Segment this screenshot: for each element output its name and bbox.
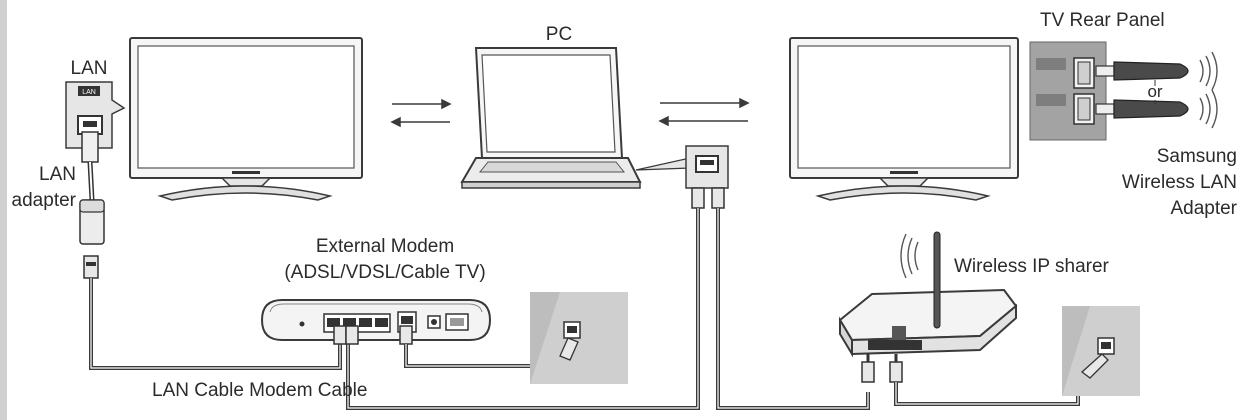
router-icon — [838, 231, 1018, 358]
tv-left-icon — [129, 37, 363, 201]
arrows-right-icon — [658, 97, 750, 127]
usb-dongle-bottom-icon — [1095, 99, 1189, 119]
cable-router-wall — [894, 376, 1080, 406]
lan-port-box: LAN — [65, 81, 126, 149]
rj45-plug-icon — [889, 361, 903, 383]
pc-label: PC — [545, 24, 573, 45]
laptop-icon — [460, 47, 642, 189]
tv-rear-panel-icon — [1029, 41, 1107, 141]
lan-adapter-label-line1: LAN — [39, 164, 76, 185]
wireless-waves-dongle-icon — [1199, 51, 1218, 129]
rj45-plug-icon — [345, 325, 359, 345]
lan-cable-modem-cable-label: LAN Cable Modem Cable — [152, 380, 368, 401]
external-modem-label-line2: (ADSL/VDSL/Cable TV) — [284, 262, 486, 283]
rj45-plug-icon — [399, 325, 413, 345]
external-modem-label-line1: External Modem — [315, 236, 455, 257]
samsung-wireless-label-line1: Samsung — [1156, 146, 1237, 167]
samsung-wireless-label-line3: Adapter — [1170, 198, 1237, 219]
wall-jack-right-icon — [1062, 306, 1140, 396]
arrows-left-icon — [390, 98, 452, 128]
or-label: or — [1147, 82, 1163, 101]
modem-icon — [260, 299, 492, 341]
rj45-plug-icon — [333, 325, 347, 345]
tv-rear-panel-label: TV Rear Panel — [1040, 10, 1165, 31]
left-edge-bar — [0, 0, 7, 420]
lan-port-label: LAN — [82, 89, 96, 96]
samsung-wireless-label-line2: Wireless LAN — [1121, 172, 1237, 193]
cable-laptop-router — [716, 208, 870, 410]
rj45-plug-icon — [861, 361, 875, 383]
lan-label: LAN — [70, 58, 108, 79]
lan-adapter-label-line2: adapter — [11, 190, 76, 211]
wireless-waves-router-icon — [900, 233, 919, 279]
wall-jack-middle-icon — [530, 292, 628, 384]
tv-right-icon — [789, 37, 1019, 201]
laptop-lan-port-callout — [635, 145, 729, 209]
usb-dongle-top-icon — [1095, 61, 1189, 81]
lan-adapter-icon — [79, 131, 105, 279]
wireless-ip-sharer-label: Wireless IP sharer — [954, 256, 1109, 277]
